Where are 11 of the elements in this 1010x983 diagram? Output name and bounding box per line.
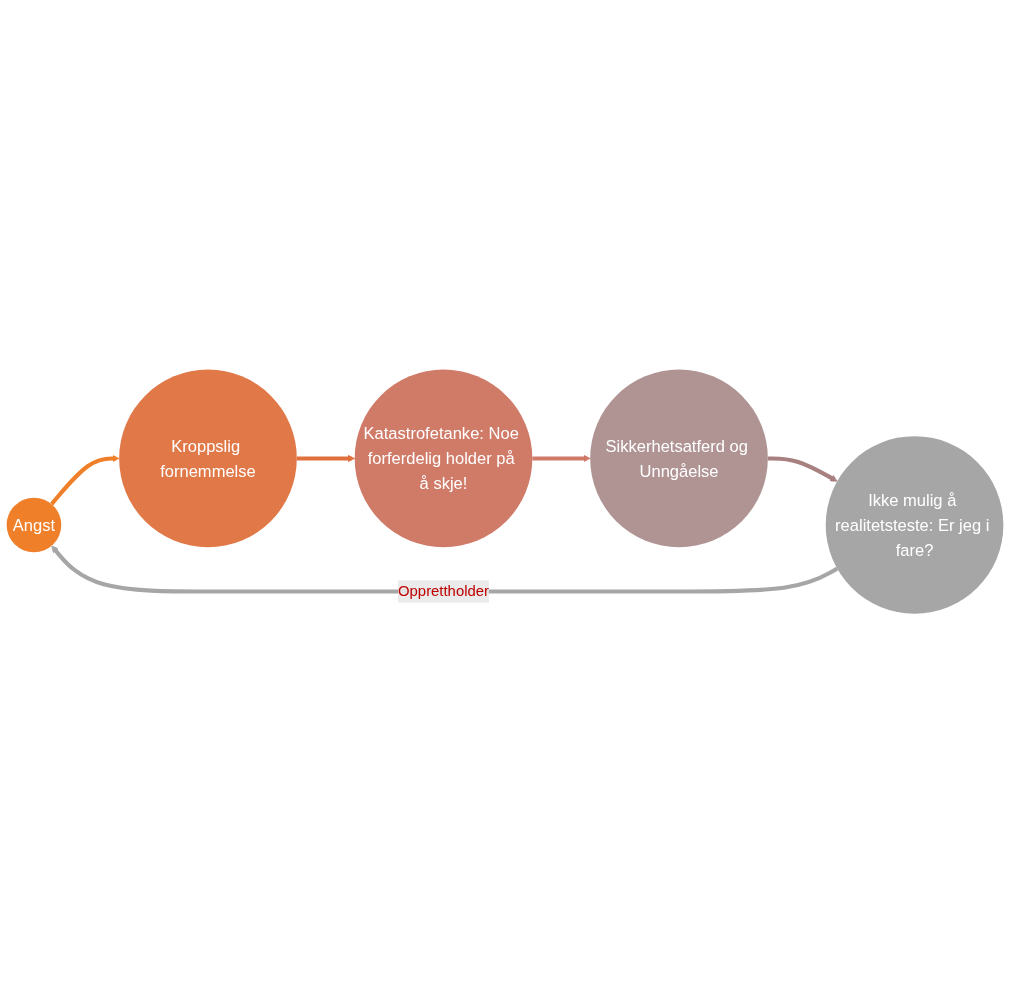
node-circle: Sikkerhetsatferd og Unngåelse (590, 369, 768, 548)
arrow (51, 545, 839, 594)
node-circle: Angst (6, 497, 62, 553)
edge-label: Opprettholder (398, 582, 489, 600)
arrow (532, 454, 591, 462)
node-circle: Ikke mulig å realitetsteste: Er jeg i fare? (825, 435, 1004, 614)
node-circle: Kroppslig fornemmelse (119, 369, 297, 548)
arrow (296, 454, 355, 462)
arrow (50, 454, 120, 506)
node-circle: Katastrofetanke: Noe forferdelig holder på å skje! (354, 369, 533, 548)
arrow (767, 456, 838, 482)
